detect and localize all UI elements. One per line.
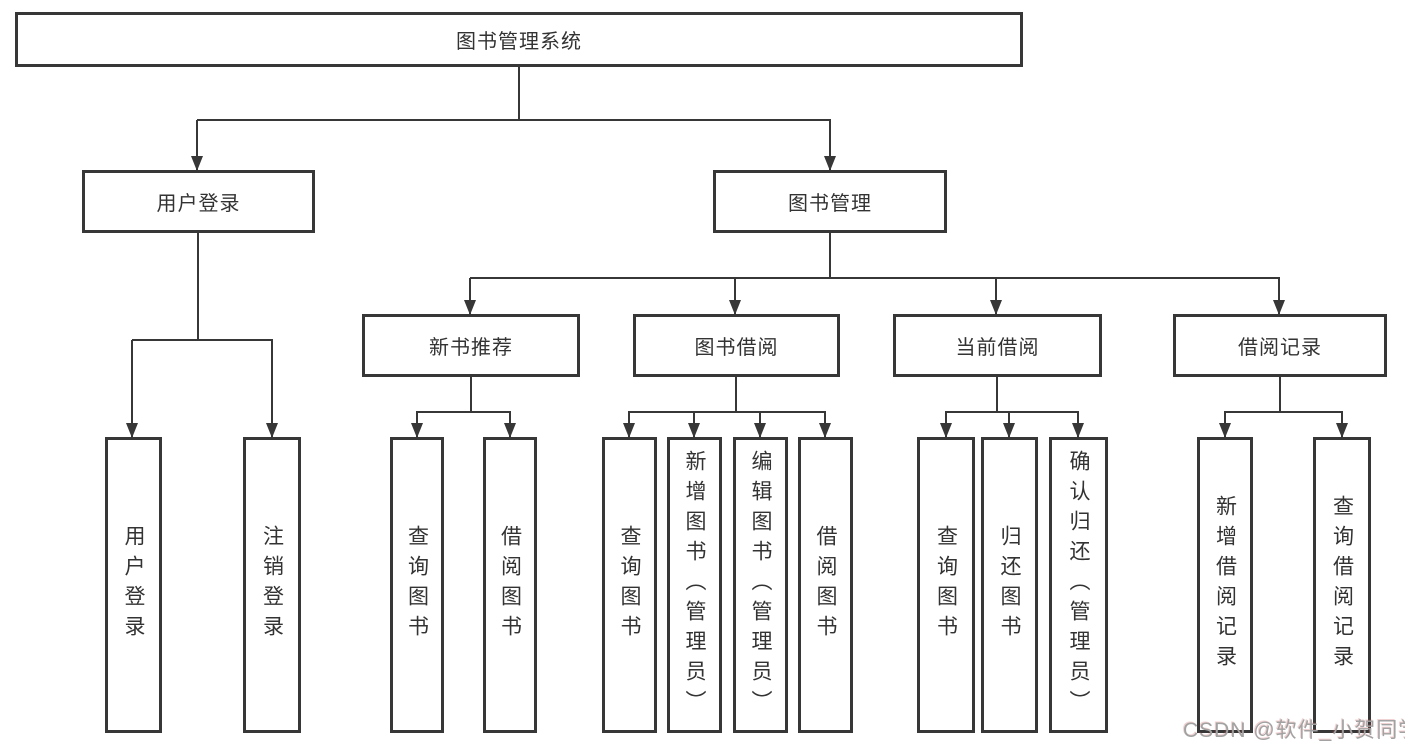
node-user-login: 用户登录 [82, 170, 315, 233]
node-book-borrowing: 图书借阅 [633, 314, 840, 377]
leaf-borrowing-borrow-label: 借阅图书 [814, 525, 838, 645]
connector-records-hbar [1224, 411, 1343, 413]
connector-arrow-bw-edit [759, 412, 761, 437]
leaf-logout: 注销登录 [243, 437, 301, 733]
connector-new-book-vline [470, 377, 472, 412]
connector-arrow-cu-confirm [1077, 412, 1079, 437]
node-root-label: 图书管理系统 [456, 31, 582, 53]
leaf-current-confirm: 确认归还（管理员） [1049, 437, 1108, 733]
leaf-current-return-label: 归还图书 [998, 525, 1022, 645]
connector-current-vline [996, 377, 998, 412]
leaf-borrowing-query: 查询图书 [602, 437, 657, 733]
leaf-newbook-borrow-label: 借阅图书 [498, 525, 522, 645]
connector-arrow-cu-return [1008, 412, 1010, 437]
connector-arrow-book-mgmt [829, 120, 831, 170]
node-borrow-records: 借阅记录 [1173, 314, 1387, 377]
connector-arrow-bw-add [693, 412, 695, 437]
leaf-borrowing-edit: 编辑图书（管理员） [733, 437, 788, 733]
leaf-user-login: 用户登录 [105, 437, 162, 733]
connector-new-book-hbar [416, 411, 511, 413]
connector-arrow-rc-query [1341, 412, 1343, 437]
connector-arrow-cu-query [945, 412, 947, 437]
leaf-current-query-label: 查询图书 [934, 525, 958, 645]
leaf-borrowing-borrow: 借阅图书 [798, 437, 853, 733]
connector-root-hbar [197, 119, 831, 121]
connector-current-hbar [945, 411, 1079, 413]
connector-root-vline [518, 67, 520, 121]
connector-arrow-bw-query [628, 412, 630, 437]
node-new-book-rec: 新书推荐 [362, 314, 580, 377]
connector-borrowing-vline [735, 377, 737, 412]
connector-records-vline [1279, 377, 1281, 412]
leaf-records-add-label: 新增借阅记录 [1213, 495, 1237, 675]
connector-arrow-nb-query [416, 412, 418, 437]
leaf-current-confirm-label: 确认归还（管理员） [1067, 450, 1091, 720]
node-new-book-rec-label: 新书推荐 [429, 337, 513, 359]
connector-user-login-hbar [132, 339, 273, 341]
connector-book-mgmt-vline [829, 233, 831, 278]
connector-arrow-current [995, 278, 997, 314]
connector-user-login-vline [197, 233, 199, 341]
connector-arrow-borrowing [734, 278, 736, 314]
leaf-borrowing-edit-label: 编辑图书（管理员） [749, 450, 773, 720]
node-current-borrow: 当前借阅 [893, 314, 1102, 377]
leaf-newbook-query-label: 查询图书 [405, 525, 429, 645]
connector-arrow-rc-add [1224, 412, 1226, 437]
connector-arrow-bw-borrow [824, 412, 826, 437]
leaf-borrowing-query-label: 查询图书 [618, 525, 642, 645]
connector-arrow-nb-borrow [509, 412, 511, 437]
node-user-login-label: 用户登录 [156, 193, 241, 215]
connector-borrowing-hbar [628, 411, 826, 413]
connector-arrow-new-book [469, 278, 471, 314]
leaf-newbook-borrow: 借阅图书 [483, 437, 537, 733]
leaf-logout-label: 注销登录 [260, 525, 284, 645]
leaf-records-query-label: 查询借阅记录 [1330, 495, 1354, 675]
leaf-borrowing-add: 新增图书（管理员） [667, 437, 722, 733]
leaf-user-login-label: 用户登录 [122, 525, 146, 645]
leaf-borrowing-add-label: 新增图书（管理员） [683, 450, 707, 720]
connector-arrow-leaf-login [131, 340, 133, 437]
node-book-mgmt: 图书管理 [713, 170, 947, 233]
node-borrow-records-label: 借阅记录 [1238, 337, 1322, 359]
leaf-current-query: 查询图书 [917, 437, 975, 733]
csdn-watermark: CSDN @软件_小贺同学 [1183, 719, 1405, 742]
connector-arrow-user-login [196, 120, 198, 170]
node-book-borrowing-label: 图书借阅 [694, 337, 779, 359]
leaf-records-add: 新增借阅记录 [1197, 437, 1253, 733]
leaf-records-query: 查询借阅记录 [1313, 437, 1371, 733]
node-root: 图书管理系统 [15, 12, 1023, 67]
leaf-newbook-query: 查询图书 [390, 437, 444, 733]
connector-arrow-records [1278, 278, 1280, 314]
connector-arrow-leaf-logout [271, 340, 273, 437]
node-book-mgmt-label: 图书管理 [788, 193, 872, 215]
node-current-borrow-label: 当前借阅 [955, 337, 1040, 359]
connector-book-mgmt-hbar [470, 277, 1280, 279]
leaf-current-return: 归还图书 [981, 437, 1038, 733]
